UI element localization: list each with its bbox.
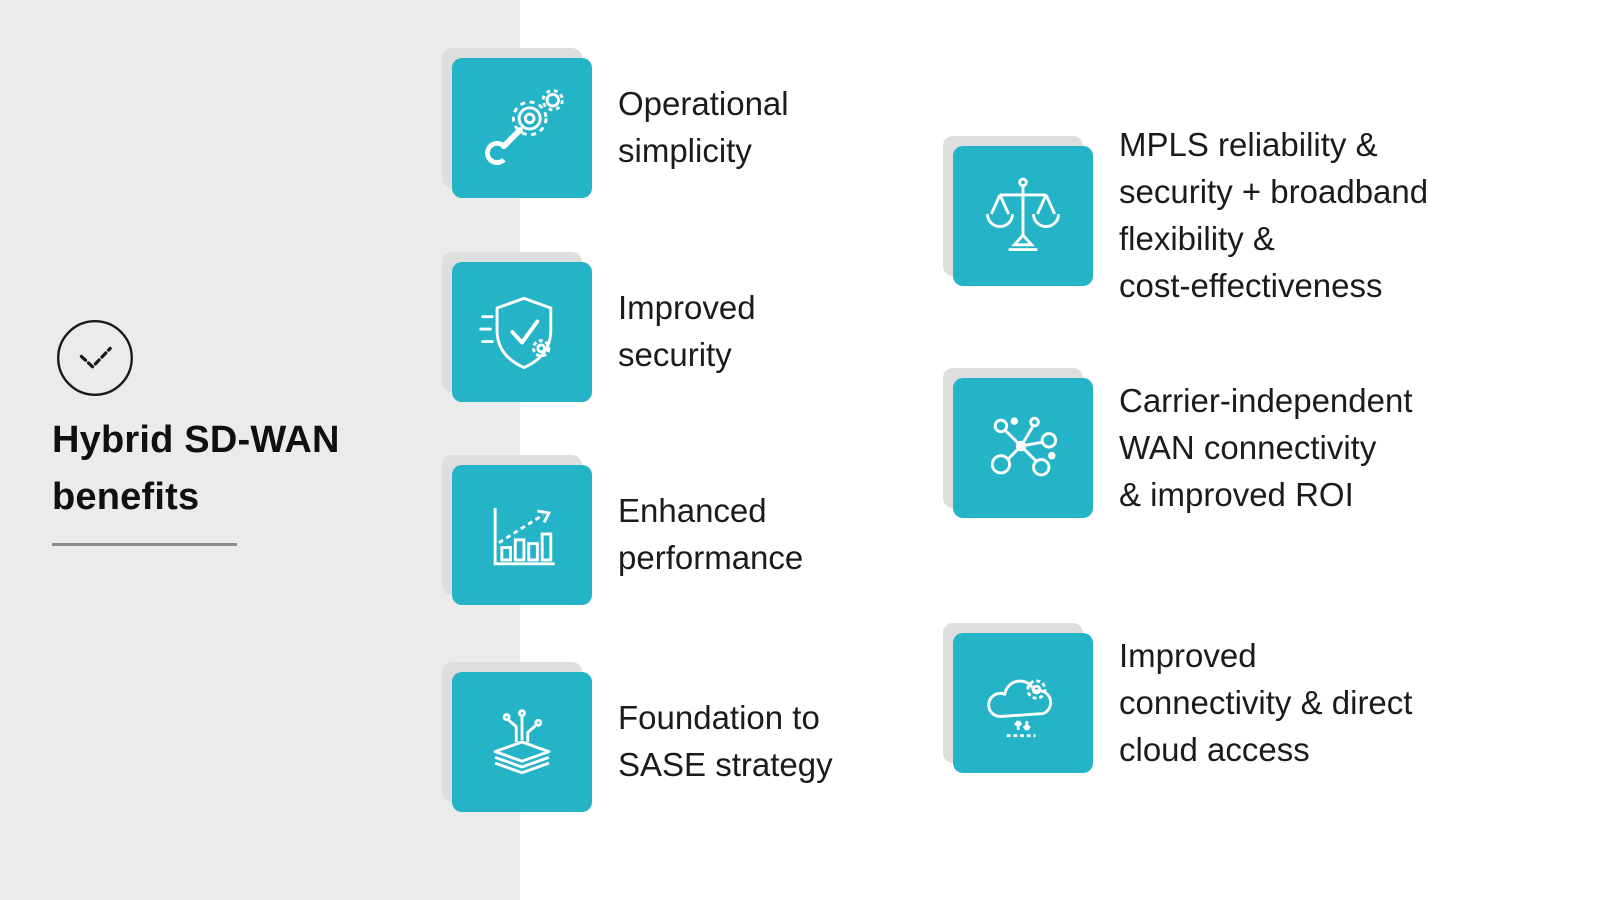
page-title: Hybrid SD-WAN benefits: [52, 419, 340, 518]
benefit-item-enhanced-performance: Enhanced performance: [442, 455, 804, 605]
benefit-item-foundation-sase: Foundation to SASE strategy: [442, 662, 833, 812]
benefit-item-operational-simplicity: Operational simplicity: [442, 48, 789, 198]
benefit-label: Carrier-independent WAN connectivity & i…: [1119, 382, 1413, 513]
cloud-gear-icon: [987, 679, 1053, 738]
balance-scale-icon: [986, 177, 1060, 251]
benefit-item-carrier-independent: Carrier-independent WAN connectivity & i…: [943, 368, 1413, 519]
benefit-label: Improved connectivity & direct cloud acc…: [1119, 637, 1413, 768]
benefit-label: Operational simplicity: [618, 85, 789, 169]
benefit-tile: [442, 455, 592, 605]
benefit-label: MPLS reliability & security + broadband …: [1119, 126, 1429, 304]
check-circle-icon: [55, 318, 135, 398]
layers-icon: [493, 709, 551, 775]
benefit-tile: [943, 623, 1093, 774]
title-underline: [52, 543, 237, 546]
benefit-item-mpls-reliability: MPLS reliability & security + broadband …: [943, 122, 1429, 309]
benefit-item-improved-security: Improved security: [442, 252, 756, 402]
benefit-tile: [943, 368, 1093, 519]
benefit-item-improved-connectivity: Improved connectivity & direct cloud acc…: [943, 623, 1413, 774]
left-panel: [0, 0, 520, 900]
benefit-label: Foundation to SASE strategy: [618, 699, 833, 783]
benefit-label: Enhanced performance: [618, 492, 804, 576]
network-nodes-icon: [990, 417, 1058, 477]
benefit-tile: [442, 252, 592, 402]
benefit-tile: [442, 662, 592, 812]
benefit-label: Improved security: [618, 289, 756, 373]
benefit-tile: [442, 48, 592, 198]
wrench-gears-icon: [485, 89, 564, 165]
bar-chart-icon: [493, 508, 555, 566]
benefit-tile: [943, 135, 1093, 286]
shield-check-icon: [479, 296, 553, 369]
